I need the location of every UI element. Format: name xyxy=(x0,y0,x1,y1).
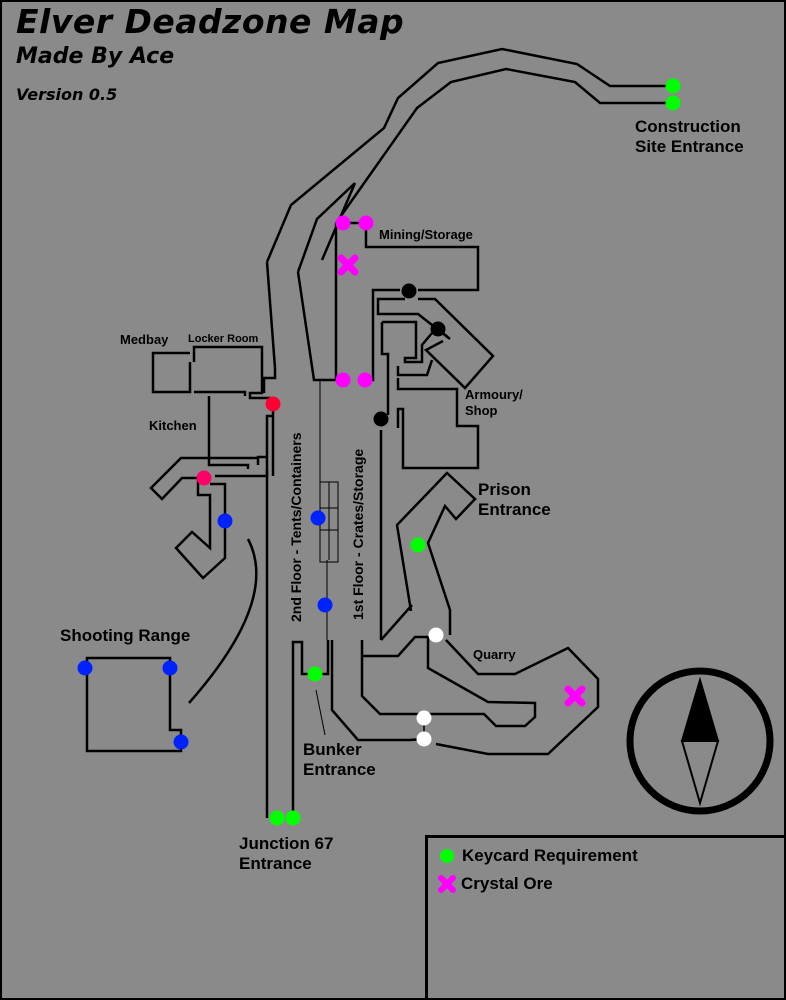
black-door-marker xyxy=(373,411,389,427)
main-corridor-east-wall xyxy=(296,271,336,382)
blue-door-marker xyxy=(77,660,93,676)
label-bunker-line1: Bunker xyxy=(303,740,362,759)
map-author: Made By Ace xyxy=(16,44,175,69)
label-mining-storage: Mining/Storage xyxy=(379,227,473,242)
keycard-door-marker xyxy=(307,666,323,682)
locker-room-wall xyxy=(192,345,273,400)
label-shooting-range: Shooting Range xyxy=(60,626,191,645)
map-version: Version 0.5 xyxy=(16,85,118,104)
legend-label-keycard: Keycard Requirement xyxy=(462,846,638,865)
label-junction-line1: Junction 67 xyxy=(239,834,334,853)
compass-north-needle xyxy=(680,676,720,742)
crystal-ore-icon xyxy=(564,685,586,707)
red-door-marker xyxy=(265,396,281,412)
compass-icon xyxy=(626,667,774,815)
markers-layer xyxy=(77,78,681,826)
quarry-wall-1 xyxy=(360,635,537,728)
legend-item-crystal-ore: Crystal Ore xyxy=(438,874,553,894)
shooting-range-curve xyxy=(188,538,258,704)
mining-door-marker xyxy=(357,372,373,388)
blue-door-marker xyxy=(217,513,233,529)
white-door-marker xyxy=(428,627,444,643)
medbay-wall xyxy=(151,351,192,394)
shooting-range-wall xyxy=(85,656,183,753)
prison-wall xyxy=(395,471,477,635)
keycard-door-marker xyxy=(269,810,285,826)
label-junction-line2: Entrance xyxy=(239,854,312,874)
locker-room-south-wall xyxy=(194,390,247,396)
legend-item-keycard: Keycard Requirement xyxy=(440,846,638,866)
label-second-floor: 2nd Floor - Tents/Containers xyxy=(288,432,304,622)
blue-door-marker xyxy=(162,660,178,676)
legend-label-crystal-ore: Crystal Ore xyxy=(461,874,553,893)
junction-corridor-east-wall xyxy=(291,640,315,818)
north-tunnel-inner-wall xyxy=(296,67,673,273)
armoury-wall-1 xyxy=(376,297,451,340)
main-corridor-west-wall xyxy=(262,261,277,393)
armoury-wall-4 xyxy=(380,322,434,415)
north-tunnel-outer-wall xyxy=(265,47,673,263)
label-prison-entrance: Prison Entrance xyxy=(478,480,551,521)
armoury-wall-3 xyxy=(382,320,433,364)
mining-door-marker xyxy=(335,215,351,231)
blue-door-marker xyxy=(173,734,189,750)
mining-door-marker xyxy=(335,372,351,388)
black-door-marker xyxy=(430,321,446,337)
blue-door-marker xyxy=(317,597,333,613)
label-bunker-entrance: Bunker Entrance xyxy=(303,740,376,781)
keycard-door-marker xyxy=(665,95,681,111)
kitchen-south-hall xyxy=(174,478,227,580)
map-legend: Keycard Requirement Crystal Ore xyxy=(425,835,784,998)
junction-corridor-west-wall xyxy=(265,411,275,818)
label-armoury-line1: Armoury/ xyxy=(465,387,523,402)
blue-door-marker xyxy=(310,510,326,526)
white-door-marker xyxy=(416,731,432,747)
label-armoury-line2: Shop xyxy=(465,402,498,418)
containers-divider xyxy=(320,482,338,560)
mining-room-wall xyxy=(334,221,480,380)
label-construction-line2: Site Entrance xyxy=(635,137,744,157)
armoury-shop-wall xyxy=(396,378,480,470)
black-door-marker xyxy=(401,283,417,299)
white-door-marker xyxy=(416,710,432,726)
mining-door-marker xyxy=(358,215,374,231)
compass-south-needle xyxy=(680,740,720,807)
pink-door-marker xyxy=(196,470,212,486)
armoury-wall-2 xyxy=(418,297,495,390)
label-locker-room: Locker Room xyxy=(188,333,259,345)
keycard-door-marker xyxy=(285,810,301,826)
crystal-ore-icon xyxy=(337,254,359,276)
map-title: Elver Deadzone Map xyxy=(16,2,405,41)
label-kitchen: Kitchen xyxy=(149,418,197,433)
label-junction-67: Junction 67 Entrance xyxy=(239,834,333,875)
label-construction-line1: Construction xyxy=(635,117,741,136)
label-bunker-line2: Entrance xyxy=(303,760,376,780)
keycard-door-marker xyxy=(665,78,681,94)
label-quarry: Quarry xyxy=(473,647,516,662)
keycard-door-marker xyxy=(410,537,426,553)
label-prison-line1: Prison xyxy=(478,480,531,499)
label-first-floor: 1st Floor - Crates/Storage xyxy=(350,448,366,620)
crystal-ore-x-icon xyxy=(438,875,456,893)
label-prison-line2: Entrance xyxy=(478,500,551,520)
label-construction-site: Construction Site Entrance xyxy=(635,117,744,158)
keycard-dot-icon xyxy=(440,849,454,863)
prison-corridor xyxy=(380,604,413,641)
label-armoury-shop: Armoury/ Shop xyxy=(465,387,523,418)
bunker-pointer xyxy=(315,689,326,736)
kitchen-corridor-wall xyxy=(149,456,269,501)
label-medbay: Medbay xyxy=(120,332,169,347)
